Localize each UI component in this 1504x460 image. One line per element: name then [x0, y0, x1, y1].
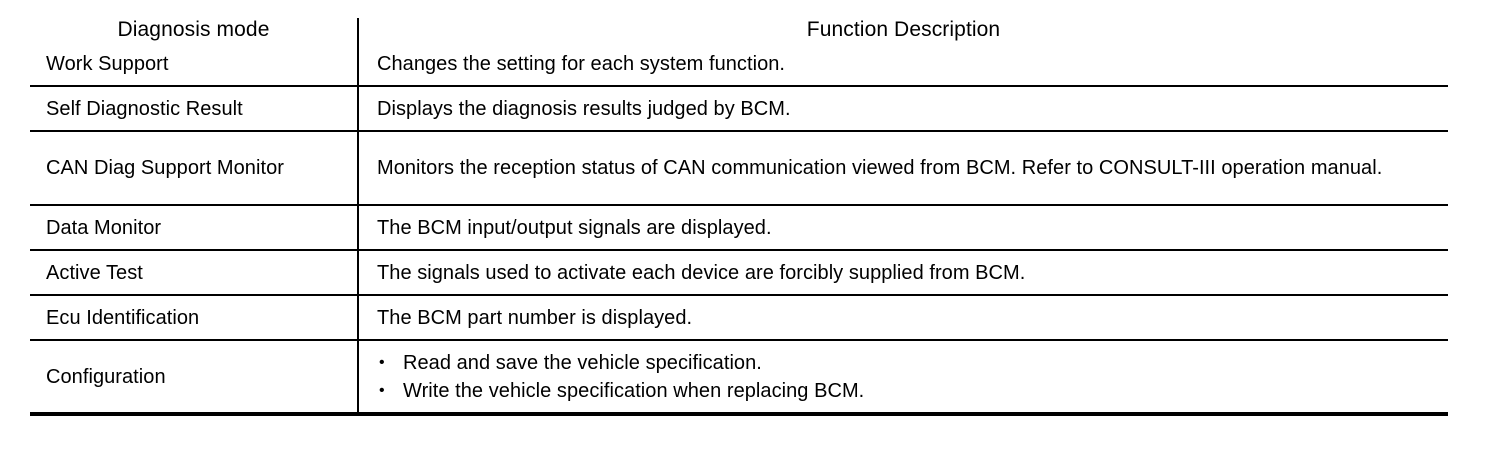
- diagnosis-mode-table: Diagnosis mode Function Description Work…: [30, 18, 1448, 416]
- table-header-row: Diagnosis mode Function Description: [30, 18, 1448, 42]
- cell-diagnosis-mode: Self Diagnostic Result: [30, 86, 359, 132]
- table-row: Work Support Changes the setting for eac…: [30, 42, 1448, 87]
- column-header-diagnosis-mode-label: Diagnosis mode: [117, 18, 270, 41]
- function-description-text: The signals used to activate each device…: [377, 261, 1026, 284]
- list-item: • Read and save the vehicle specificatio…: [377, 349, 1440, 377]
- cell-function-description: Displays the diagnosis results judged by…: [358, 86, 1448, 132]
- function-description-text: The BCM input/output signals are display…: [377, 216, 772, 239]
- table-row: Ecu Identification The BCM part number i…: [30, 295, 1448, 341]
- diagnosis-mode-label: Data Monitor: [46, 216, 162, 239]
- cell-diagnosis-mode: Work Support: [30, 42, 359, 87]
- table-row: Active Test The signals used to activate…: [30, 250, 1448, 296]
- column-header-diagnosis-mode: Diagnosis mode: [30, 18, 359, 42]
- list-item-label: Write the vehicle specification when rep…: [403, 379, 865, 402]
- diagnosis-mode-label: Work Support: [46, 52, 169, 75]
- function-description-bullet-list: • Read and save the vehicle specificatio…: [377, 349, 1440, 405]
- table-row: CAN Diag Support Monitor Monitors the re…: [30, 131, 1448, 206]
- cell-diagnosis-mode: Ecu Identification: [30, 295, 359, 341]
- cell-diagnosis-mode: Data Monitor: [30, 205, 359, 251]
- diagnosis-mode-label: CAN Diag Support Monitor: [46, 157, 284, 179]
- cell-diagnosis-mode: Active Test: [30, 250, 359, 296]
- table-row: Data Monitor The BCM input/output signal…: [30, 205, 1448, 251]
- function-description-text: Displays the diagnosis results judged by…: [377, 97, 791, 120]
- list-item: • Write the vehicle specification when r…: [377, 377, 1440, 405]
- function-description-text: The BCM part number is displayed.: [377, 306, 693, 329]
- function-description-text: Monitors the reception status of CAN com…: [377, 157, 1383, 179]
- diagnosis-mode-label: Configuration: [46, 365, 166, 388]
- cell-function-description: The signals used to activate each device…: [358, 250, 1448, 296]
- cell-function-description: The BCM input/output signals are display…: [358, 205, 1448, 251]
- cell-function-description: Changes the setting for each system func…: [358, 42, 1448, 87]
- column-header-function-description-label: Function Description: [806, 18, 1001, 41]
- cell-diagnosis-mode: CAN Diag Support Monitor: [30, 131, 359, 206]
- diagnosis-mode-label: Self Diagnostic Result: [46, 97, 243, 120]
- diagnosis-mode-label: Ecu Identification: [46, 306, 200, 329]
- table-row: Configuration • Read and save the vehicl…: [30, 340, 1448, 416]
- function-description-text: Changes the setting for each system func…: [377, 52, 786, 75]
- cell-function-description: • Read and save the vehicle specificatio…: [358, 340, 1448, 416]
- cell-diagnosis-mode: Configuration: [30, 340, 359, 416]
- column-header-function-description: Function Description: [358, 18, 1448, 42]
- list-item-label: Read and save the vehicle specification.: [403, 351, 762, 374]
- diagnosis-mode-label: Active Test: [46, 261, 143, 284]
- bullet-icon: •: [379, 353, 385, 371]
- table-row: Self Diagnostic Result Displays the diag…: [30, 86, 1448, 132]
- bullet-icon: •: [379, 381, 385, 399]
- cell-function-description: Monitors the reception status of CAN com…: [358, 131, 1448, 206]
- cell-function-description: The BCM part number is displayed.: [358, 295, 1448, 341]
